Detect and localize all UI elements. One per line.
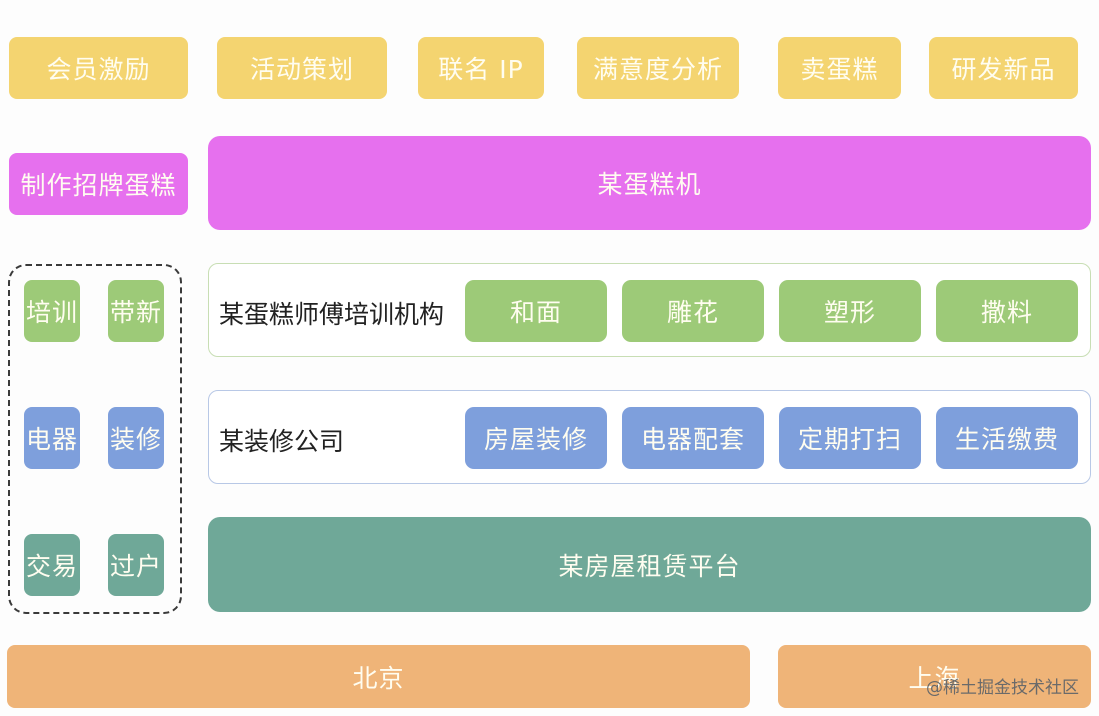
renovation-tag: 装修 (108, 407, 164, 469)
box-label: 研发新品 (951, 55, 1056, 84)
box-label: 上海 (908, 663, 961, 693)
box-label: 定期打扫 (797, 425, 902, 454)
decoration-company-title: 某装修公司 (219, 427, 345, 456)
box-label: 电器配套 (640, 425, 745, 454)
topping-box: 撒料 (936, 280, 1078, 342)
signature-cake-box: 制作招牌蛋糕 (9, 153, 188, 215)
box-label: 制作招牌蛋糕 (20, 171, 177, 200)
regular-cleaning-box: 定期打扫 (779, 407, 921, 469)
box-label: 塑形 (823, 298, 876, 327)
box-label: 某蛋糕机 (597, 170, 702, 199)
utility-payment-box: 生活缴费 (936, 407, 1078, 469)
training-institution-title: 某蛋糕师傅培训机构 (219, 300, 445, 329)
house-renovation-box: 房屋装修 (465, 407, 607, 469)
transfer-tag: 过户 (108, 534, 164, 596)
event-planning-box: 活动策划 (217, 37, 387, 99)
box-label: 撒料 (980, 298, 1033, 327)
box-label: 和面 (509, 298, 562, 327)
training-tag: 培训 (24, 280, 80, 342)
sell-cake-box: 卖蛋糕 (778, 37, 901, 99)
mentoring-tag: 带新 (108, 280, 164, 342)
tag-label: 培训 (25, 298, 78, 327)
co-brand-ip-box: 联名 IP (418, 37, 544, 99)
watermark: @稀土掘金技术社区 (926, 678, 1079, 698)
box-label: 房屋装修 (483, 425, 588, 454)
box-label: 联名 IP (438, 55, 524, 84)
shanghai-box: 上海 (778, 645, 1091, 708)
tag-label: 电器 (25, 425, 78, 454)
new-product-rnd-box: 研发新品 (929, 37, 1078, 99)
shaping-box: 塑形 (779, 280, 921, 342)
capability-panel (8, 264, 182, 614)
box-label: 满意度分析 (592, 55, 723, 84)
transaction-tag: 交易 (24, 534, 80, 596)
rental-platform-box: 某房屋租赁平台 (208, 517, 1091, 612)
box-label: 生活缴费 (954, 425, 1059, 454)
box-label: 某房屋租赁平台 (558, 551, 741, 581)
box-label: 卖蛋糕 (800, 55, 879, 84)
member-incentive-box: 会员激励 (9, 37, 188, 99)
box-label: 活动策划 (249, 55, 354, 84)
appliance-supply-box: 电器配套 (622, 407, 764, 469)
beijing-box: 北京 (7, 645, 750, 708)
box-label: 北京 (352, 663, 405, 693)
kneading-box: 和面 (465, 280, 607, 342)
cake-machine-box: 某蛋糕机 (208, 136, 1091, 230)
satisfaction-analysis-box: 满意度分析 (577, 37, 739, 99)
tag-label: 带新 (109, 298, 162, 327)
box-label: 会员激励 (46, 55, 151, 84)
box-label: 雕花 (666, 298, 719, 327)
tag-label: 过户 (109, 552, 162, 581)
carving-box: 雕花 (622, 280, 764, 342)
tag-label: 装修 (109, 425, 162, 454)
appliance-tag: 电器 (24, 407, 80, 469)
tag-label: 交易 (25, 552, 78, 581)
